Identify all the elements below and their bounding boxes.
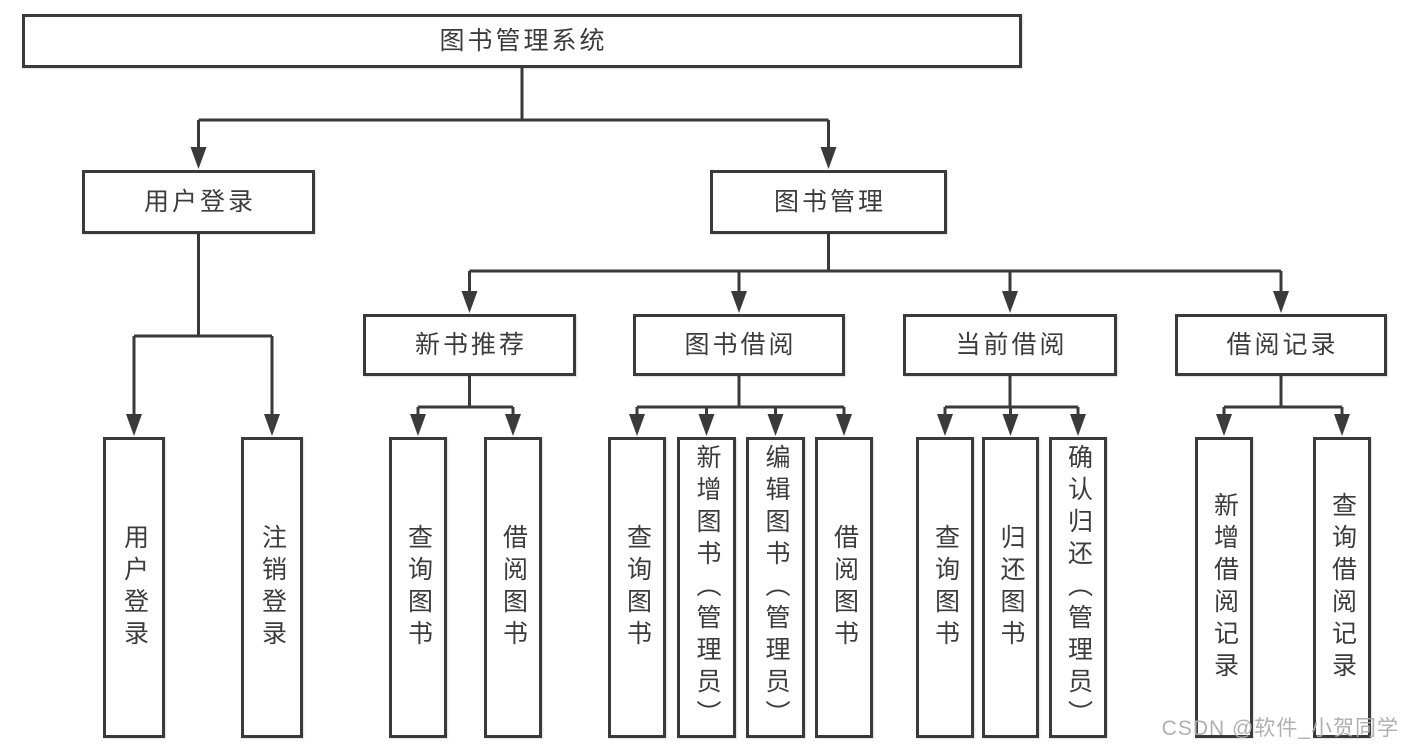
edge-book-borrow <box>629 376 852 436</box>
arrowhead-icon <box>1334 414 1350 436</box>
edge-new-book-rec <box>410 376 521 436</box>
arrowhead-icon <box>1070 414 1086 436</box>
node-book-borrow: 图书借阅 <box>633 314 845 376</box>
node-query-books-3: 查询图书 <box>916 437 974 738</box>
node-label: 查询图书 <box>623 523 652 652</box>
arrowhead-icon <box>505 414 521 436</box>
node-current-borrow: 当前借阅 <box>903 314 1117 376</box>
arrowhead-icon <box>1273 291 1289 313</box>
node-label: 注销登录 <box>258 523 287 652</box>
arrowhead-icon <box>731 291 747 313</box>
node-root: 图书管理系统 <box>22 14 1022 68</box>
node-add-borrow-record: 新增借阅记录 <box>1195 437 1253 738</box>
node-label: 查询图书 <box>931 523 960 652</box>
node-query-books-1: 查询图书 <box>389 437 447 738</box>
arrowhead-icon <box>767 414 784 436</box>
node-borrow-books-2: 借阅图书 <box>815 437 873 738</box>
arrowhead-icon <box>836 414 852 436</box>
edge-root <box>190 68 837 169</box>
arrowhead-icon <box>264 414 280 436</box>
edge-borrow-records <box>1216 376 1350 436</box>
node-label: 归还图书 <box>997 523 1025 652</box>
node-borrow-records: 借阅记录 <box>1175 314 1387 376</box>
node-label: 当前借阅 <box>955 330 1068 359</box>
node-label: 查询借阅记录 <box>1328 491 1357 684</box>
node-label: 借阅记录 <box>1226 330 1339 359</box>
node-logout: 注销登录 <box>241 437 303 738</box>
edge-login <box>126 234 280 436</box>
node-add-books: 新增图书（管理员） <box>677 437 736 738</box>
arrowhead-icon <box>190 147 207 169</box>
arrowhead-icon <box>1002 414 1019 436</box>
arrowhead-icon <box>126 414 142 436</box>
node-login: 用户登录 <box>82 170 315 234</box>
arrowhead-icon <box>410 414 426 436</box>
edge-book-mgmt <box>461 234 1289 313</box>
node-label: 借阅图书 <box>499 523 528 652</box>
node-label: 图书管理系统 <box>439 26 608 55</box>
node-return-books: 归还图书 <box>982 437 1039 738</box>
arrowhead-icon <box>820 147 837 169</box>
arrowhead-icon <box>937 414 953 436</box>
node-label: 新增图书（管理员） <box>693 443 721 732</box>
node-label: 图书借阅 <box>684 330 797 359</box>
node-user-login: 用户登录 <box>103 437 165 738</box>
node-edit-books: 编辑图书（管理员） <box>746 437 805 738</box>
node-label: 新书推荐 <box>414 330 527 359</box>
node-label: 新增借阅记录 <box>1210 491 1239 684</box>
node-label: 确认归还（管理员） <box>1064 443 1093 732</box>
node-borrow-books-1: 借阅图书 <box>484 437 542 738</box>
arrowhead-icon <box>629 414 645 436</box>
arrowhead-icon <box>1216 414 1232 436</box>
node-label: 借阅图书 <box>830 523 859 652</box>
node-label: 图书管理 <box>773 187 886 216</box>
edge-current-borrow <box>937 376 1086 436</box>
node-label: 查询图书 <box>404 523 433 652</box>
node-book-mgmt: 图书管理 <box>710 170 947 234</box>
node-label: 编辑图书（管理员） <box>762 443 790 732</box>
arrowhead-icon <box>698 414 715 436</box>
node-label: 用户登录 <box>143 187 256 216</box>
arrowhead-icon <box>461 291 478 313</box>
node-query-books-2: 查询图书 <box>608 437 666 738</box>
node-label: 用户登录 <box>120 523 149 652</box>
node-new-book-rec: 新书推荐 <box>363 314 576 376</box>
arrowhead-icon <box>1002 291 1018 313</box>
node-confirm-return: 确认归还（管理员） <box>1049 437 1107 738</box>
node-query-borrow-record: 查询借阅记录 <box>1313 437 1371 738</box>
